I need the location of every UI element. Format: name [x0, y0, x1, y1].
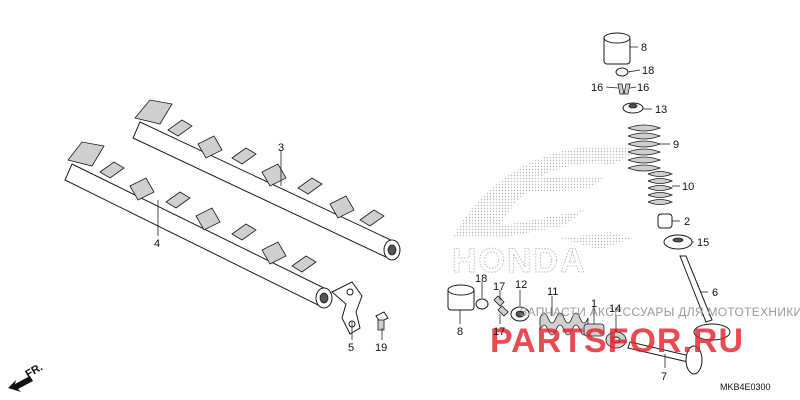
camshaft-3	[132, 99, 401, 261]
callout-13: 13	[655, 104, 667, 116]
callout-18-lower: 18	[475, 273, 487, 285]
callout-10: 10	[682, 181, 694, 193]
callout-17-upper: 17	[493, 281, 505, 293]
callouts: 3 4 5 19 8 18 17 17 12 11 1 14 7 6 15 2 …	[154, 42, 718, 383]
bolt-19	[375, 311, 389, 331]
honda-wing-watermark: HONDA	[452, 145, 640, 281]
callout-1: 1	[591, 298, 597, 310]
retainer-12	[510, 306, 530, 322]
camshaft-4	[64, 141, 333, 309]
spring-seat-15	[663, 234, 693, 250]
callout-7: 7	[661, 371, 667, 383]
front-direction-marker: FR.	[8, 361, 45, 392]
spring-seat-14	[605, 331, 627, 349]
tappet-8-lower	[447, 284, 475, 311]
callout-4: 4	[154, 238, 160, 250]
bracket-5	[331, 281, 363, 335]
valve-6	[679, 255, 731, 341]
front-label: FR.	[24, 361, 45, 380]
callout-12: 12	[515, 279, 527, 291]
callout-6: 6	[712, 287, 718, 299]
callout-15: 15	[697, 237, 709, 249]
diagram-code: MKB4E0300	[720, 382, 771, 392]
shim-18-lower	[475, 298, 489, 310]
outer-spring-9	[627, 124, 662, 172]
callout-17-lower: 17	[493, 326, 505, 338]
callout-16-left: 16	[591, 82, 603, 94]
stem-seal-2	[657, 213, 673, 229]
callout-5: 5	[348, 342, 354, 354]
callout-11: 11	[547, 286, 558, 298]
callout-16-right: 16	[637, 82, 649, 94]
callout-3: 3	[278, 142, 284, 154]
tappet-8-upper	[603, 32, 631, 65]
watermark-logo: PARTSFOR.RU	[490, 322, 744, 360]
arrow-icon	[8, 376, 33, 392]
callout-8-upper: 8	[641, 42, 647, 54]
callout-8-lower: 8	[457, 326, 463, 338]
callout-9: 9	[673, 139, 679, 151]
callout-18-upper: 18	[642, 65, 654, 77]
callout-14: 14	[609, 303, 621, 315]
leader-lines	[157, 46, 708, 368]
callout-19: 19	[375, 342, 387, 354]
callout-2: 2	[684, 216, 690, 228]
shim-18-upper	[615, 67, 629, 77]
honda-wordmark: HONDA	[452, 242, 587, 280]
cotter-17-pair	[493, 295, 509, 317]
retainer-13	[622, 102, 644, 114]
valve-7	[627, 341, 703, 375]
cotter-16-pair	[617, 83, 631, 95]
watermark-caption: ЗАПЧАСТИ АКСЕССУАРЫ ДЛЯ МОТОТЕХНИКИ	[520, 305, 800, 319]
inner-spring-10	[647, 171, 674, 205]
